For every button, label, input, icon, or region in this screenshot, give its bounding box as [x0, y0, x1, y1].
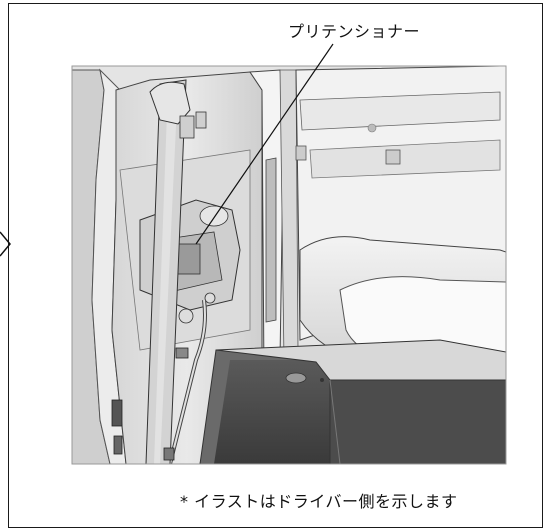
callout-leader-line: [195, 43, 334, 245]
pretensioner-callout-label: プリテンショナー: [288, 22, 421, 41]
left-edge-arrow-icon: [0, 231, 11, 257]
figure-caption: * イラストはドライバー側を示します: [180, 492, 458, 511]
figure-frame: [8, 3, 543, 528]
illustration-drawing: [72, 66, 506, 464]
